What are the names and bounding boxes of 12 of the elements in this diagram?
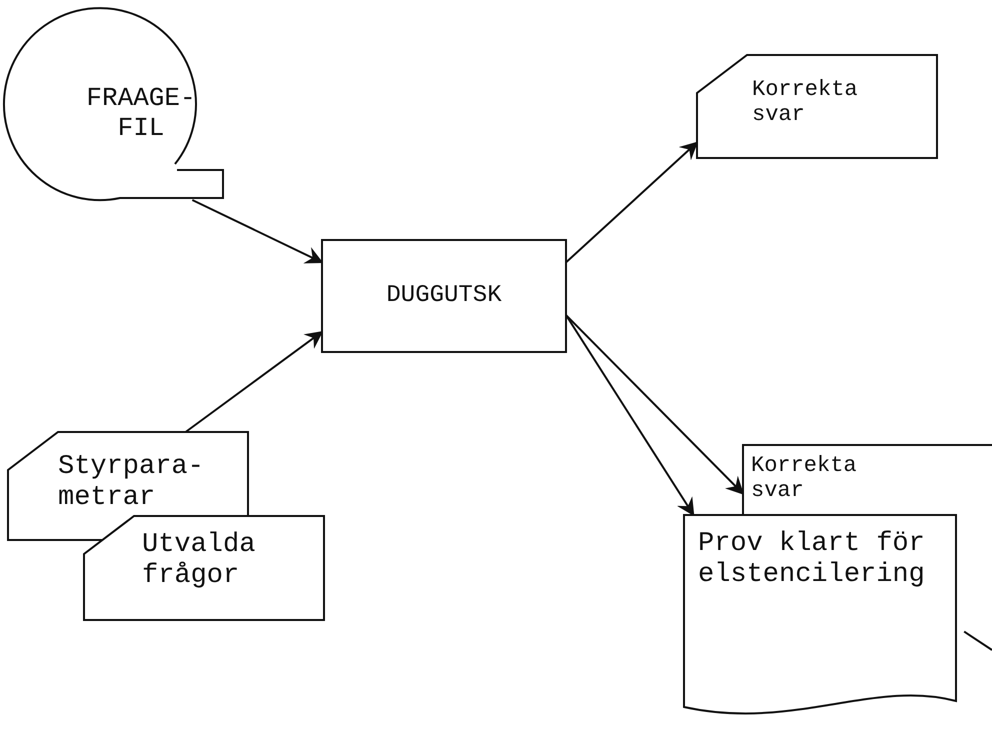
node-label: Styrpara- metrar	[58, 452, 205, 514]
arrow	[565, 142, 698, 264]
connector-line	[964, 630, 992, 651]
node-label: Utvalda frågor	[142, 530, 256, 592]
arrow	[192, 199, 324, 264]
node-label: DUGGUTSK	[385, 282, 503, 310]
node-label: Korrekta svar	[751, 453, 858, 504]
arrow	[565, 314, 744, 495]
node-label: Korrekta svar	[752, 77, 859, 128]
node-label: FRAAGE- FIL	[85, 84, 197, 144]
node-label: Prov klart för elstencilering	[698, 529, 926, 592]
arrow	[185, 330, 324, 433]
